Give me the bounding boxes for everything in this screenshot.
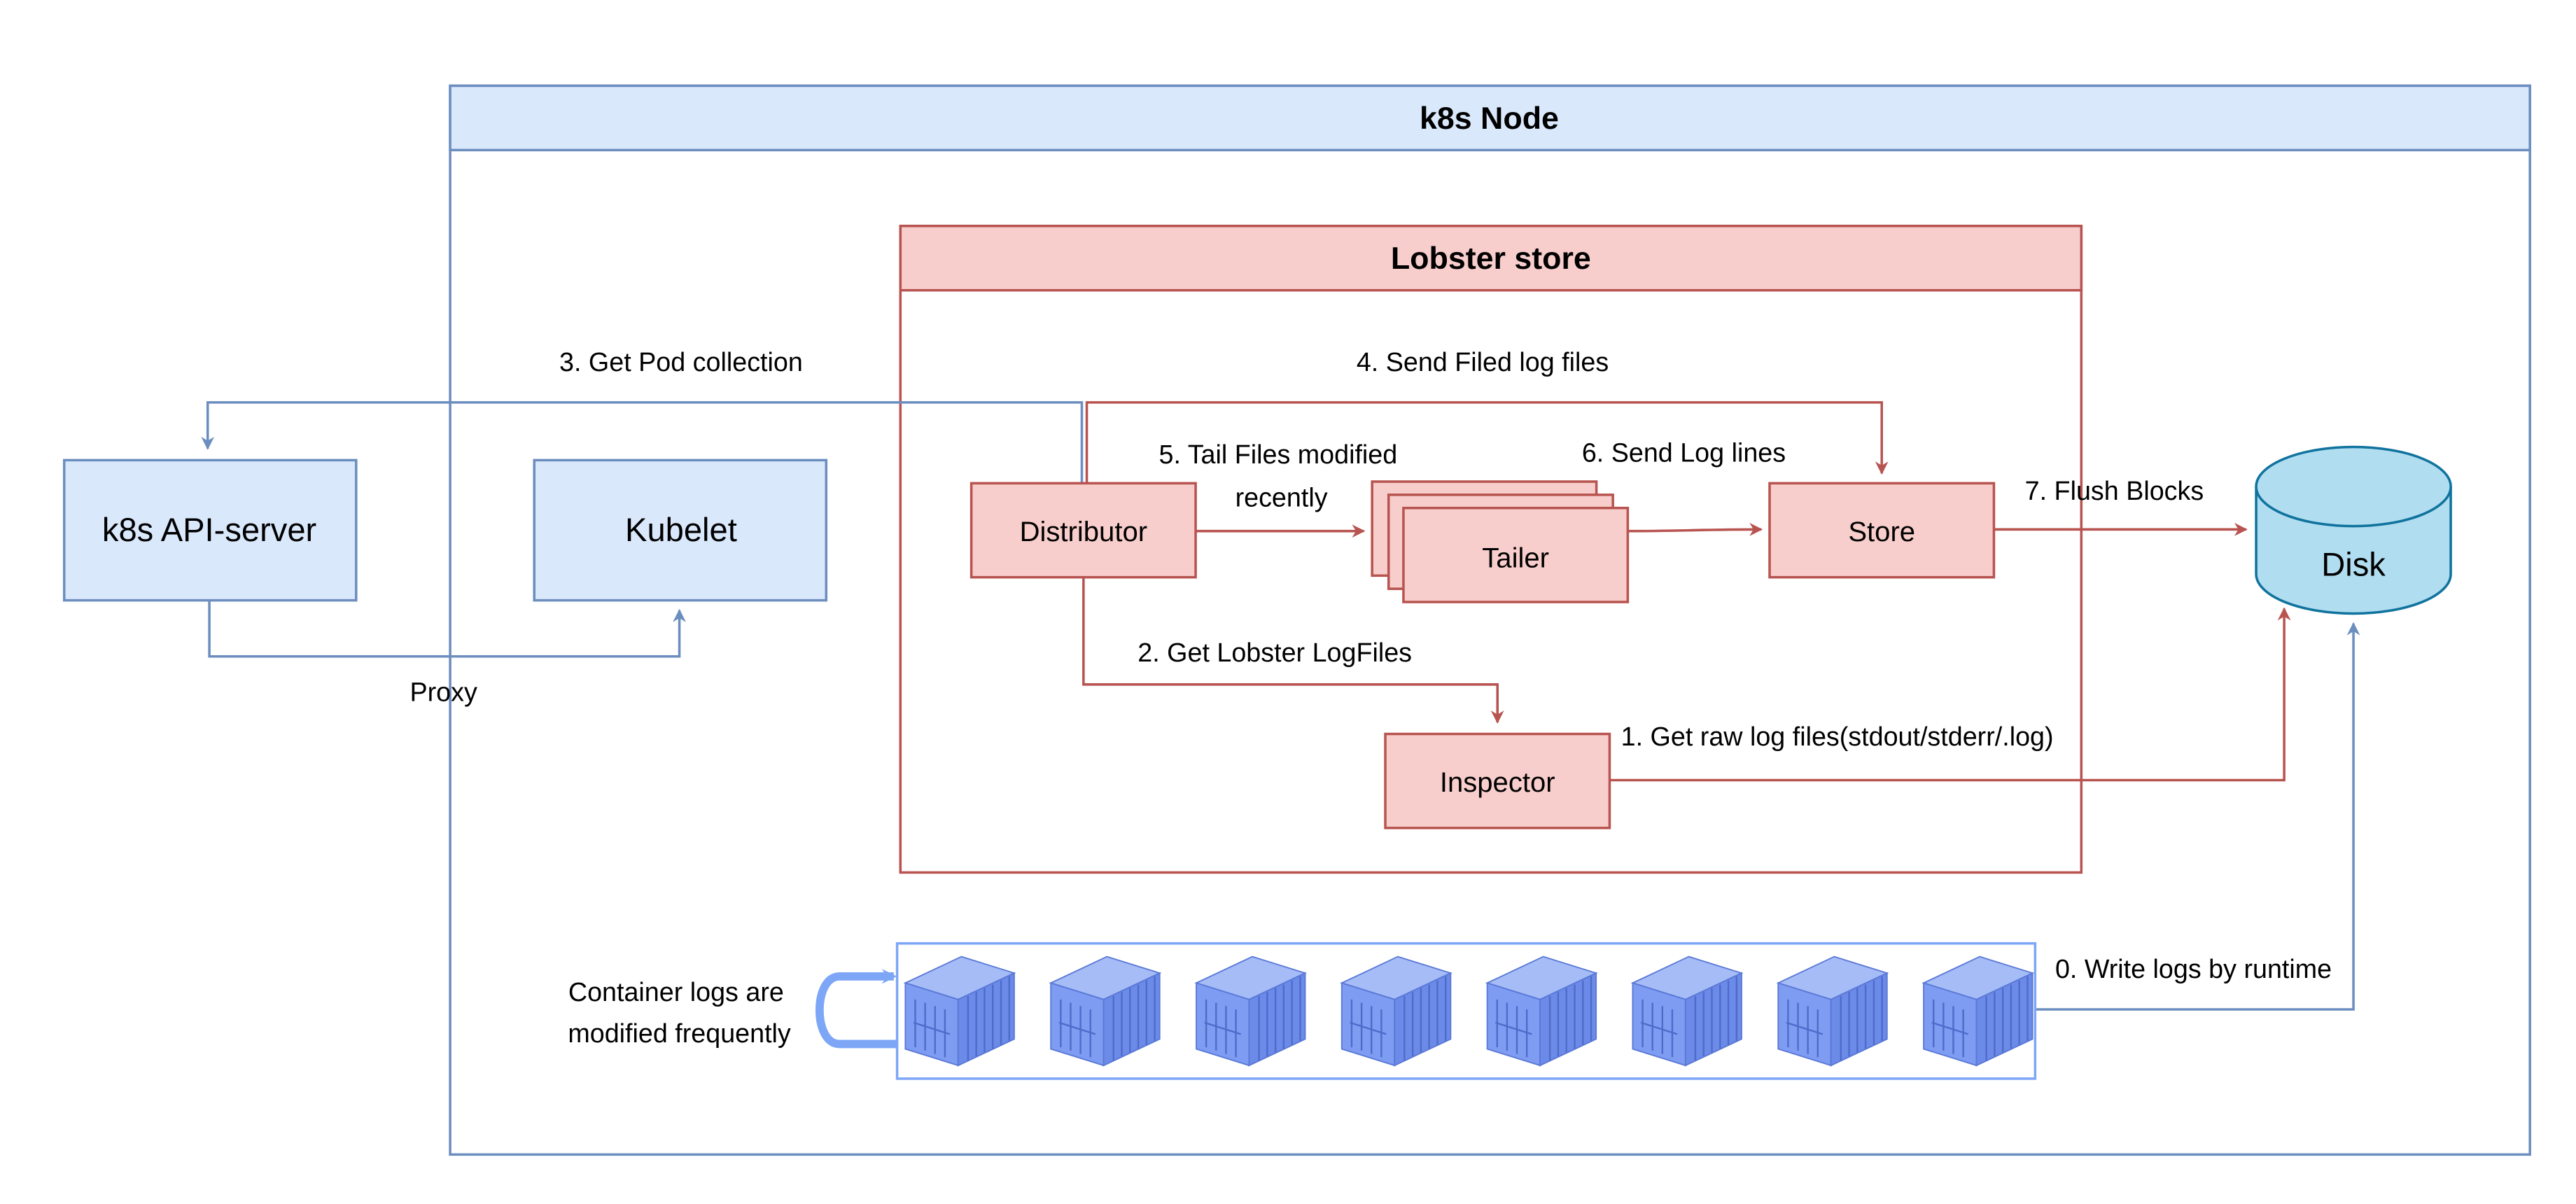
edge-proxy xyxy=(208,600,687,658)
label-tail-files-line1: 5. Tail Files modified xyxy=(1158,440,1397,469)
distributor-box: Distributor xyxy=(969,482,1197,579)
label-send-filed-log-files: 4. Send Filed log files xyxy=(1357,347,1609,377)
kubelet-box: Kubelet xyxy=(533,458,828,602)
label-get-pod-collection: 3. Get Pod collection xyxy=(559,347,803,377)
label-container-logs-line2: modified frequently xyxy=(568,1018,791,1048)
inspector-box: Inspector xyxy=(1384,732,1611,830)
store-box: Store xyxy=(1768,482,1996,579)
store-label: Store xyxy=(1848,517,1915,547)
label-write-logs: 0. Write logs by runtime xyxy=(2055,954,2332,983)
label-send-log-lines: 6. Send Log lines xyxy=(1582,438,1786,468)
label-proxy: Proxy xyxy=(410,677,477,706)
label-get-raw-log-files: 1. Get raw log files(stdout/stderr/.log) xyxy=(1621,722,2054,751)
disk-cylinder: Disk xyxy=(2255,445,2452,615)
label-container-logs-line1: Container logs are xyxy=(568,977,784,1007)
tailer-stack: Tailer xyxy=(1371,480,1630,603)
label-get-lobster-logfiles: 2. Get Lobster LogFiles xyxy=(1138,638,1412,667)
edge-get-pod-collection xyxy=(201,401,1084,484)
label-tail-files-line2: recently xyxy=(1236,482,1328,512)
kubelet-label: Kubelet xyxy=(625,511,737,548)
container-loop-arrow xyxy=(815,969,897,1049)
edge-send-log-lines xyxy=(1628,522,1763,536)
k8s-node-title: k8s Node xyxy=(1420,101,1559,136)
inspector-label: Inspector xyxy=(1440,767,1555,798)
api-server-box: k8s API-server xyxy=(62,458,358,602)
disk-label: Disk xyxy=(2321,545,2386,582)
container-logs-row xyxy=(895,941,2037,1080)
edge-send-filed-log-files xyxy=(1085,401,1889,484)
tailer-label: Tailer xyxy=(1482,543,1549,574)
edge-write-logs xyxy=(2035,622,2360,1011)
distributor-label: Distributor xyxy=(1020,517,1147,547)
edge-get-lobster-logfiles xyxy=(1082,577,1504,724)
api-server-label: k8s API-server xyxy=(102,511,316,548)
label-flush-blocks: 7. Flush Blocks xyxy=(2025,476,2204,505)
lobster-store-title: Lobster store xyxy=(1391,241,1591,276)
edge-get-raw-log-files xyxy=(1609,607,2291,782)
